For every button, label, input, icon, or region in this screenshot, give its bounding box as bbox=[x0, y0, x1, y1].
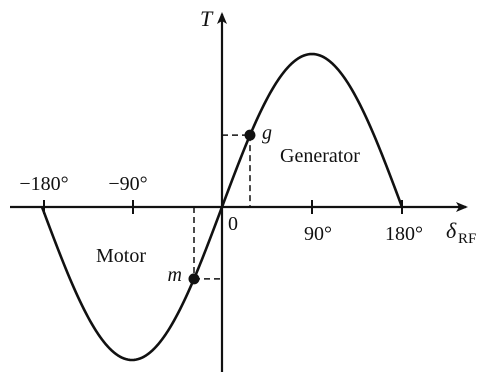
motor-point-label: m bbox=[168, 264, 182, 286]
y-axis-label: T bbox=[200, 6, 214, 31]
motor-point bbox=[188, 273, 200, 285]
tick-label-pos90: 90° bbox=[304, 223, 332, 245]
tick-label-pos180: 180° bbox=[385, 223, 423, 245]
generator-point-label: g bbox=[262, 122, 272, 144]
x-axis-label: δ bbox=[446, 218, 457, 243]
x-axis-label-subscript: RF bbox=[458, 231, 476, 247]
generator-region-label: Generator bbox=[280, 145, 360, 167]
generator-point bbox=[244, 129, 256, 141]
origin-label: 0 bbox=[228, 213, 238, 235]
tick-label-neg90: −90° bbox=[108, 173, 147, 195]
tick-label-neg180: −180° bbox=[19, 173, 68, 195]
torque-curve bbox=[40, 52, 404, 362]
motor-region-label: Motor bbox=[96, 245, 146, 267]
